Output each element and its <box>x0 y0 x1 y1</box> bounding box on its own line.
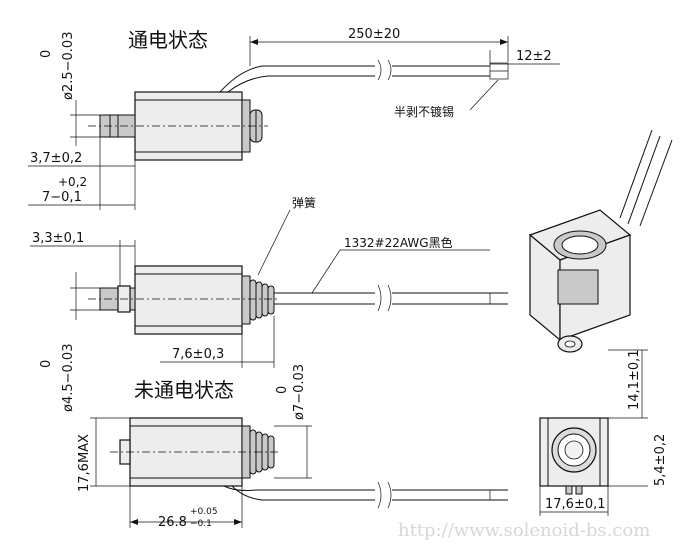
collar-dia-dim: ø7−0.03 <box>292 364 307 420</box>
height-top-dim: 14,1±0,1 <box>627 349 642 410</box>
end-width-dim: 17,6±0,1 <box>545 497 606 512</box>
max-height-dim: 17,6MAX <box>77 434 92 492</box>
view-de-energized: 未通电状态 0 ø7−0.03 17,6MAX 26.8 + <box>77 364 508 530</box>
plunger-ext-energized: 3,7±0,2 <box>30 151 82 166</box>
wire-callout: 1332#22AWG黑色 <box>344 236 453 250</box>
solenoid-body-middle <box>134 265 243 335</box>
energized-state-title: 通电状态 <box>128 28 208 52</box>
body-dia-dim: ø4.5−0.03 <box>61 344 76 412</box>
total-length-tol-upper: +0.05 <box>190 507 218 517</box>
total-length-tol-lower: −0.1 <box>190 519 212 529</box>
view-isometric <box>528 129 673 353</box>
view-end: 14,1±0,1 5,4±0,2 17,6±0,1 <box>539 349 668 516</box>
view-middle: 弹簧 1332#22AWG黑色 3,3±0,1 0 ø4.5−0.03 7,6±… <box>30 195 508 412</box>
view-energized: 通电状态 250±20 12±2 半剥不镀锡 0 <box>28 27 560 210</box>
plunger-dia-upper: 0 <box>39 50 54 58</box>
plunger-ext-middle: 3,3±0,1 <box>32 231 84 246</box>
spring-callout: 弹簧 <box>292 195 316 210</box>
lead-length-dim: 250±20 <box>348 27 400 42</box>
spring-length-dim: 7,6±0,3 <box>172 347 224 362</box>
frame-length-dim: 7−0,1 <box>42 190 82 205</box>
spring <box>241 275 275 325</box>
total-length-dim: 26.8 <box>158 515 187 530</box>
strip-length-dim: 12±2 <box>516 49 552 64</box>
de-energized-state-title: 未通电状态 <box>134 378 234 402</box>
plunger-dia-dim: ø2.5−0.03 <box>61 32 76 100</box>
watermark: http://www.solenoid-bs.com <box>398 520 650 541</box>
half-strip-callout: 半剥不镀锡 <box>394 104 454 119</box>
body-dia-upper: 0 <box>39 360 54 368</box>
tol-upper: +0,2 <box>58 175 87 189</box>
collar-dia-upper: 0 <box>275 386 290 394</box>
height-bottom-dim: 5,4±0,2 <box>653 434 668 486</box>
